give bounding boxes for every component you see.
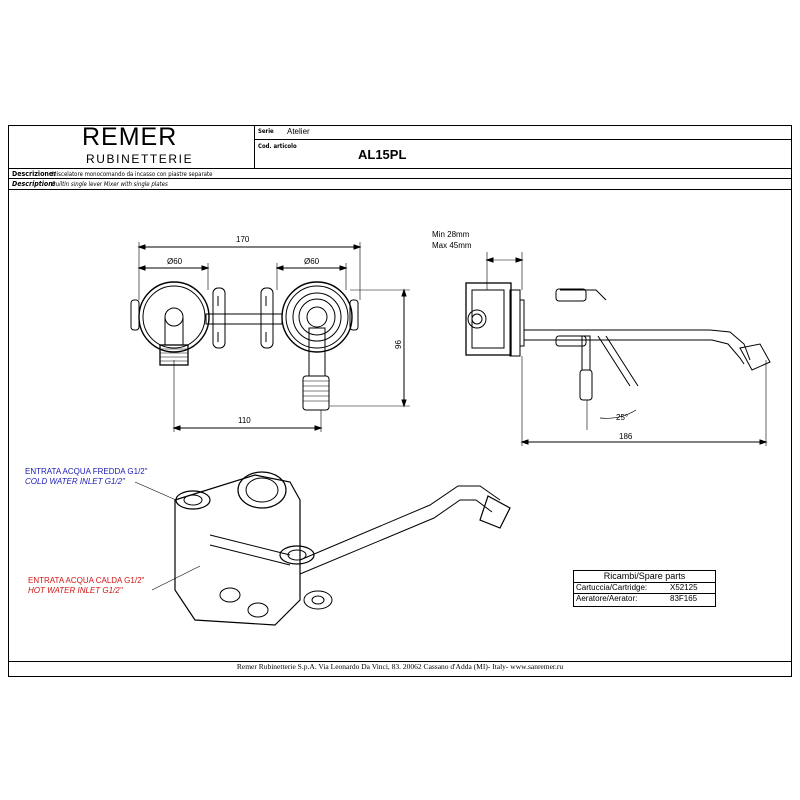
dim-96: 96 <box>394 340 403 349</box>
code-label: Cod. articolo <box>258 143 297 150</box>
dim-max: Max 45mm <box>432 241 472 250</box>
spare-value: 83F165 <box>670 594 698 603</box>
spare-parts-table: Ricambi/Spare parts Cartuccia/Cartridge:… <box>573 570 716 607</box>
header-line-1 <box>8 168 792 169</box>
footer-line <box>8 661 792 662</box>
serie-label: Serie <box>258 128 274 135</box>
dim-min: Min 28mm <box>432 230 470 239</box>
dim-170: 170 <box>236 235 250 244</box>
dim-diameter-right: Ø60 <box>304 257 320 266</box>
brand-logo: REMER <box>82 123 178 151</box>
spare-parts-title: Ricambi/Spare parts <box>603 571 686 581</box>
hot-inlet-label-it: ENTRATA ACQUA CALDA G1/2" <box>28 576 145 585</box>
cold-inlet-label-it: ENTRATA ACQUA FREDDA G1/2" <box>25 467 148 476</box>
spare-row-cartridge: Cartuccia/Cartridge: X52125 <box>574 582 715 592</box>
dim-diameter-left: Ø60 <box>167 257 183 266</box>
spare-row-aerator: Aeratore/Aerator: 83F165 <box>574 593 715 603</box>
title-divider <box>254 125 255 168</box>
cold-inlet-label-en: COLD WATER INLET G1/2" <box>25 477 125 486</box>
dim-186: 186 <box>619 432 633 441</box>
title-row-line <box>254 139 792 140</box>
spare-label: Cartuccia/Cartridge: <box>576 583 648 592</box>
spare-value: X52125 <box>670 583 698 592</box>
description-it-value: Miscelatore monocomando da incasso con p… <box>52 171 213 178</box>
description-it-label: Descrizione: <box>12 170 56 178</box>
brand-subtitle: RUBINETTERIE <box>86 152 194 166</box>
spare-label: Aeratore/Aerator: <box>576 594 638 603</box>
header-line-2 <box>8 178 792 179</box>
description-en-label: Description: <box>12 180 56 188</box>
drawing-frame <box>8 125 792 677</box>
dim-angle: 25° <box>616 413 629 422</box>
footer-address: Remer Rubinetterie S.p.A. Via Leonardo D… <box>236 662 564 671</box>
article-code: AL15PL <box>358 147 407 162</box>
dim-110: 110 <box>238 416 251 425</box>
description-en-value: Builtin single lever Mixer with single p… <box>52 181 168 188</box>
hot-inlet-label-en: HOT WATER INLET G1/2" <box>28 586 123 595</box>
header-line-3 <box>8 189 792 190</box>
serie-value: Atelier <box>287 127 310 136</box>
